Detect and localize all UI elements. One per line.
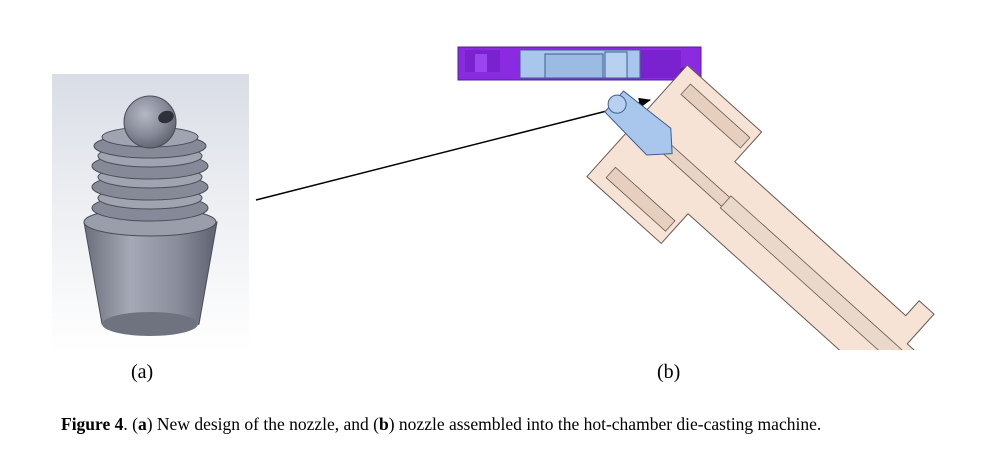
caption-sep: . ( bbox=[123, 414, 138, 434]
cross-section-assembly-icon bbox=[457, 46, 946, 401]
nozzle-render-icon bbox=[83, 95, 218, 336]
caption-part-a: a bbox=[137, 414, 147, 434]
figure-caption: Figure 4. (a) New design of the nozzle, … bbox=[61, 414, 961, 434]
subfigure-label-a: (a) bbox=[131, 361, 154, 383]
subfigure-label-b: (b) bbox=[657, 361, 681, 383]
caption-text-a: ) New design of the nozzle, and ( bbox=[146, 414, 379, 434]
assembly-section-panel bbox=[455, 40, 965, 401]
nozzle-render-panel bbox=[52, 74, 249, 352]
caption-text-b: ) nozzle assembled into the hot-chamber … bbox=[388, 414, 822, 434]
caption-part-b: b bbox=[379, 414, 389, 434]
caption-figure-label: Figure 4 bbox=[61, 414, 124, 434]
